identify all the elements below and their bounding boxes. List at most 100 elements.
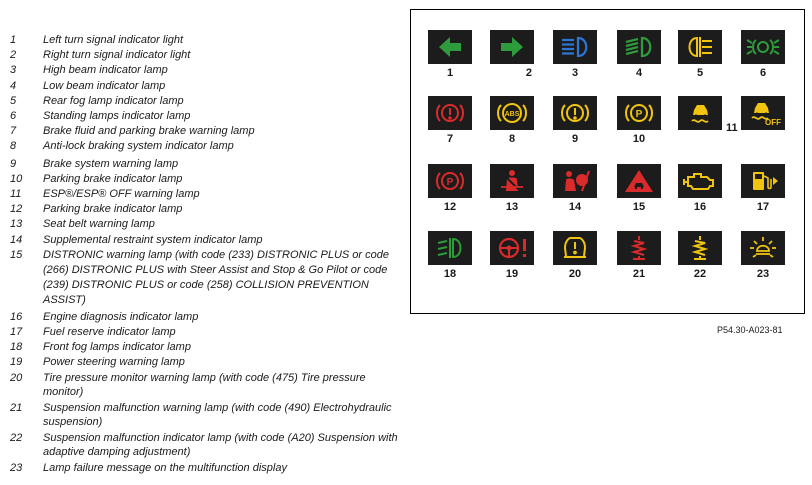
item-text: Brake fluid and parking brake warning la…: [43, 125, 255, 138]
item-text: Supplemental restraint system indicator …: [43, 233, 263, 246]
indicator-cell-11-off: OFF: [741, 96, 785, 130]
indicator-label: 8: [508, 133, 516, 145]
item-number: 23: [10, 461, 23, 474]
indicator-label: 10: [632, 133, 646, 145]
item-text: DISTRONIC warning lamp (with code (233) …: [43, 248, 389, 306]
item-text: Parking brake indicator lamp: [43, 203, 183, 216]
list-item: 4 Low beam indicator lamp: [8, 79, 400, 94]
item-number: 9: [10, 157, 17, 170]
item-number: 11: [10, 188, 22, 201]
list-item: 1 Left turn signal indicator light: [8, 33, 400, 48]
standing-lamps-icon: [741, 30, 785, 64]
item-number: 16: [10, 310, 23, 323]
indicator-label: 22: [693, 268, 707, 280]
item-text: Parking brake indicator lamp: [43, 172, 183, 185]
indicator-label: 9: [571, 133, 579, 145]
indicator-cell-5: 5: [678, 30, 722, 79]
list-item: 16 Engine diagnosis indicator lamp: [8, 310, 400, 325]
suspension-indicator-icon: [678, 231, 722, 265]
indicator-cell-14: 14: [553, 164, 597, 213]
item-number: 7: [10, 125, 17, 138]
item-text: Power steering warning lamp: [43, 356, 185, 369]
high-beam-icon: [553, 30, 597, 64]
item-text: Tire pressure monitor warning lamp (with…: [43, 371, 366, 399]
list-item: 7 Brake fluid and parking brake warning l…: [8, 124, 400, 139]
brake-fluid-icon: [428, 96, 472, 130]
item-text: Low beam indicator lamp: [43, 79, 166, 92]
item-number: 5: [10, 94, 17, 107]
item-number: 6: [10, 110, 17, 123]
indicator-cell-23: 23: [741, 231, 785, 280]
abs-icon: ABS: [490, 96, 534, 130]
lamp-failure-icon: [741, 231, 785, 265]
indicator-label: 15: [632, 201, 646, 213]
engine-icon: [678, 164, 722, 198]
indicator-label: 2: [525, 67, 532, 79]
indicator-cell-10: P 10: [617, 96, 661, 145]
indicator-cell-21: 21: [617, 231, 661, 280]
indicator-label: 17: [756, 201, 770, 213]
item-number: 1: [10, 34, 17, 46]
airbag-icon: [553, 164, 597, 198]
item-text: High beam indicator lamp: [43, 64, 168, 77]
esp-icon: [678, 96, 722, 130]
esp-off-icon: OFF: [741, 96, 785, 130]
tire-pressure-icon: [553, 231, 597, 265]
item-text: Seat belt warning lamp: [43, 218, 155, 231]
indicator-label: 14: [568, 201, 582, 213]
list-item: 11 ESP®/ESP® OFF warning lamp: [8, 187, 400, 202]
list-item: 15 DISTRONIC warning lamp (with code (233…: [8, 248, 400, 308]
item-text: Left turn signal indicator light: [43, 34, 184, 46]
list-item: 21 Suspension malfunction warning lamp (w…: [8, 401, 400, 430]
item-number: 14: [10, 233, 23, 246]
indicator-cell-12: P 12: [428, 164, 472, 213]
indicator-cell-2: 2: [490, 30, 534, 79]
parking-brake-icon: P: [617, 96, 661, 130]
item-text: ESP®/ESP® OFF warning lamp: [43, 188, 200, 201]
indicator-label: 4: [635, 67, 643, 79]
indicator-label: 20: [568, 268, 582, 280]
item-number: 10: [10, 172, 23, 185]
item-text: Standing lamps indicator lamp: [43, 110, 191, 123]
item-number: 4: [10, 79, 17, 92]
item-number: 12: [10, 203, 23, 216]
indicator-label: 1: [446, 67, 454, 79]
item-text: Rear fog lamp indicator lamp: [43, 94, 184, 107]
distronic-warning-icon: [617, 164, 661, 198]
list-item: 20 Tire pressure monitor warning lamp (wi…: [8, 371, 400, 400]
low-beam-icon: [617, 30, 661, 64]
item-number: 15: [10, 248, 23, 261]
right-arrow-icon: [490, 30, 534, 64]
off-text: OFF: [765, 118, 781, 127]
indicator-cell-19: 19: [490, 231, 534, 280]
list-item: 14 Supplemental restraint system indicato…: [8, 233, 400, 248]
indicator-label: 5: [696, 67, 704, 79]
indicator-cell-8: ABS 8: [490, 96, 534, 145]
seat-belt-icon: [490, 164, 534, 198]
indicator-cell-11: 11: [678, 96, 738, 134]
list-item: 12 Parking brake indicator lamp: [8, 202, 400, 217]
indicator-label: 7: [446, 133, 454, 145]
item-number: 18: [10, 341, 23, 354]
item-number: 8: [10, 140, 17, 153]
indicator-cell-4: 4: [617, 30, 661, 79]
indicator-label: 18: [443, 268, 457, 280]
item-number: 21: [10, 401, 23, 414]
indicator-label: 11: [726, 122, 738, 134]
indicator-cell-16: 16: [678, 164, 722, 213]
item-number: 20: [10, 371, 23, 384]
indicator-cell-15: 15: [617, 164, 661, 213]
indicator-label: 13: [505, 201, 519, 213]
item-text: Engine diagnosis indicator lamp: [43, 310, 199, 323]
item-text: Suspension malfunction warning lamp (wit…: [43, 401, 392, 429]
indicator-cell-7: 7: [428, 96, 472, 145]
indicator-label: 19: [505, 268, 519, 280]
item-number: 3: [10, 64, 17, 77]
indicator-cell-13: 13: [490, 164, 534, 213]
